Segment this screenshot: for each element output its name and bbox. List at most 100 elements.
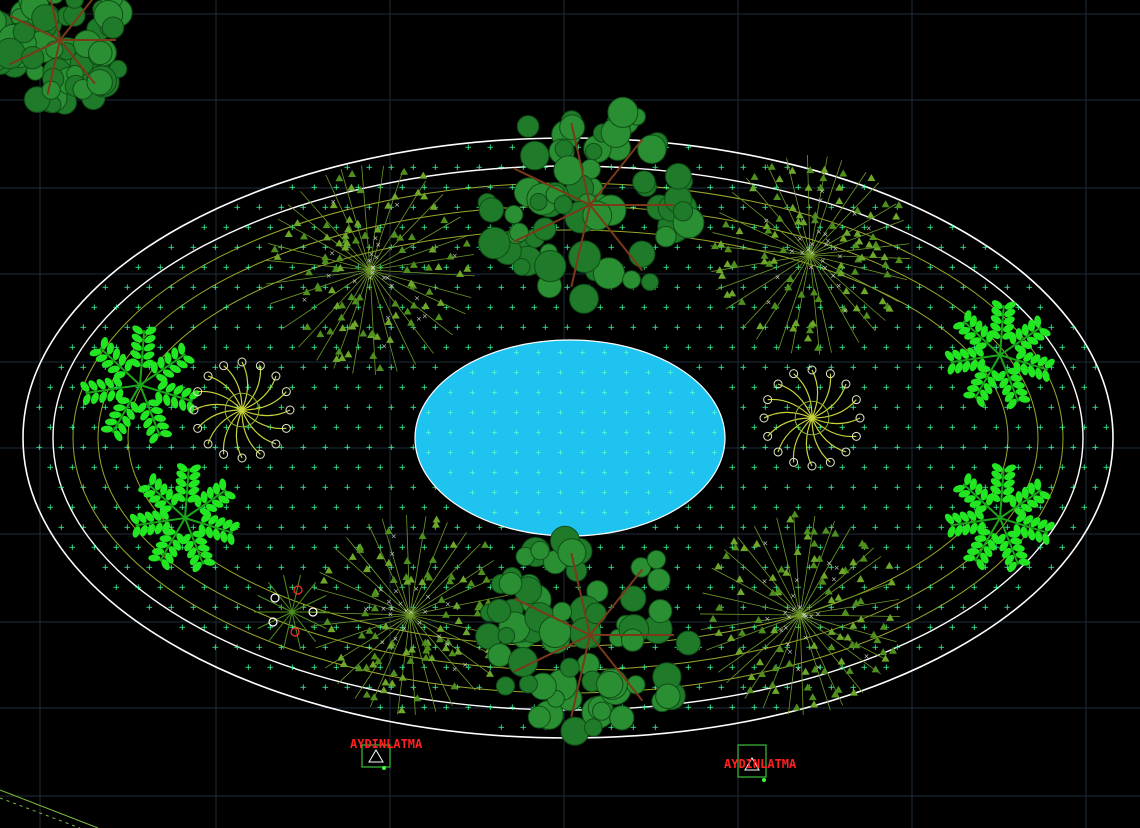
svg-text:+: + — [795, 223, 803, 233]
svg-text:+: + — [575, 703, 583, 713]
svg-text:×: × — [783, 624, 789, 632]
svg-text:+: + — [432, 643, 440, 653]
svg-text:×: × — [422, 312, 428, 320]
svg-text:+: + — [1070, 363, 1078, 373]
svg-text:+: + — [168, 523, 176, 533]
svg-text:+: + — [828, 443, 836, 453]
svg-text:×: × — [803, 612, 809, 620]
svg-text:+: + — [1026, 563, 1034, 573]
svg-text:+: + — [927, 343, 935, 353]
tree-top-right[interactable]: ××××××××××××××××××××××××× — [710, 155, 910, 355]
svg-text:+: + — [267, 543, 275, 553]
svg-text:+: + — [762, 243, 770, 253]
lighting-fixture-left[interactable]: AYDINLATMA — [350, 737, 423, 770]
svg-text:+: + — [157, 263, 165, 273]
flower-left[interactable] — [189, 357, 295, 463]
lighting-label-left: AYDINLATMA — [350, 737, 423, 751]
svg-text:+: + — [190, 443, 198, 453]
svg-text:+: + — [971, 343, 979, 353]
svg-text:+: + — [256, 643, 264, 653]
svg-text:+: + — [366, 643, 374, 653]
svg-text:+: + — [447, 468, 454, 477]
svg-text:+: + — [469, 428, 476, 437]
svg-text:+: + — [58, 403, 66, 413]
svg-text:+: + — [91, 503, 99, 513]
svg-text:+: + — [300, 603, 308, 613]
svg-text:+: + — [883, 663, 891, 673]
svg-text:+: + — [388, 483, 396, 493]
tree-top-left[interactable]: ××××××××××××××××××××××××× — [265, 165, 475, 375]
svg-text:+: + — [432, 243, 440, 253]
svg-text:+: + — [410, 443, 418, 453]
svg-text:+: + — [927, 303, 935, 313]
svg-text:+: + — [179, 423, 187, 433]
svg-text:+: + — [773, 543, 781, 553]
svg-text:+: + — [652, 723, 660, 733]
flower-right[interactable] — [759, 365, 865, 471]
tree-top-center[interactable] — [477, 96, 705, 314]
shrub-left-lower[interactable] — [128, 461, 241, 574]
svg-text:+: + — [289, 543, 297, 553]
svg-text:+: + — [861, 623, 869, 633]
svg-text:+: + — [102, 323, 110, 333]
svg-text:+: + — [663, 183, 671, 193]
svg-text:+: + — [872, 443, 880, 453]
shrub-right-upper[interactable] — [943, 298, 1056, 411]
svg-text:+: + — [212, 283, 220, 293]
svg-text:×: × — [445, 640, 451, 648]
svg-text:+: + — [223, 583, 231, 593]
svg-text:+: + — [553, 303, 561, 313]
svg-text:+: + — [773, 263, 781, 273]
svg-text:+: + — [601, 388, 608, 397]
tree-bottom-right[interactable]: ××××××××××××××××××××××××× — [700, 510, 900, 715]
svg-text:+: + — [652, 163, 660, 173]
svg-text:+: + — [982, 443, 990, 453]
svg-text:+: + — [410, 363, 418, 373]
tree-corner-top-left[interactable] — [0, 0, 133, 115]
svg-text:+: + — [619, 543, 627, 553]
svg-text:+: + — [608, 163, 616, 173]
svg-text:+: + — [652, 643, 660, 653]
shrub-small-red-flowers[interactable] — [254, 574, 330, 650]
svg-text:+: + — [487, 143, 495, 153]
svg-text:+: + — [491, 408, 498, 417]
svg-text:+: + — [333, 543, 341, 553]
svg-text:+: + — [784, 443, 792, 453]
svg-text:+: + — [623, 368, 630, 377]
svg-text:+: + — [513, 348, 520, 357]
svg-text:+: + — [102, 563, 110, 573]
svg-text:+: + — [740, 643, 748, 653]
svg-text:+: + — [377, 223, 385, 233]
pond[interactable] — [414, 339, 726, 537]
tree-bottom-center[interactable] — [475, 525, 701, 746]
svg-text:+: + — [839, 343, 847, 353]
svg-text:×: × — [375, 241, 381, 249]
svg-text:+: + — [377, 423, 385, 433]
lighting-fixture-right[interactable]: AYDINLATMA — [724, 744, 797, 782]
svg-text:+: + — [689, 448, 696, 457]
shrub-left-upper[interactable] — [78, 324, 201, 446]
svg-text:+: + — [36, 403, 44, 413]
svg-text:+: + — [762, 163, 770, 173]
svg-text:+: + — [916, 403, 924, 413]
svg-text:×: × — [330, 198, 336, 206]
svg-text:+: + — [718, 163, 726, 173]
svg-text:+: + — [1015, 503, 1023, 513]
svg-text:+: + — [564, 323, 572, 333]
svg-text:+: + — [366, 363, 374, 373]
svg-text:×: × — [380, 639, 386, 647]
shrub-right-lower[interactable] — [943, 461, 1056, 574]
svg-text:+: + — [938, 283, 946, 293]
svg-text:+: + — [465, 703, 473, 713]
svg-text:×: × — [863, 653, 869, 661]
svg-text:×: × — [834, 564, 840, 572]
svg-text:+: + — [674, 603, 682, 613]
svg-text:+: + — [872, 203, 880, 213]
svg-text:+: + — [465, 543, 473, 553]
svg-text:+: + — [443, 543, 451, 553]
svg-text:+: + — [553, 663, 561, 673]
svg-text:+: + — [883, 423, 891, 433]
svg-text:+: + — [399, 623, 407, 633]
